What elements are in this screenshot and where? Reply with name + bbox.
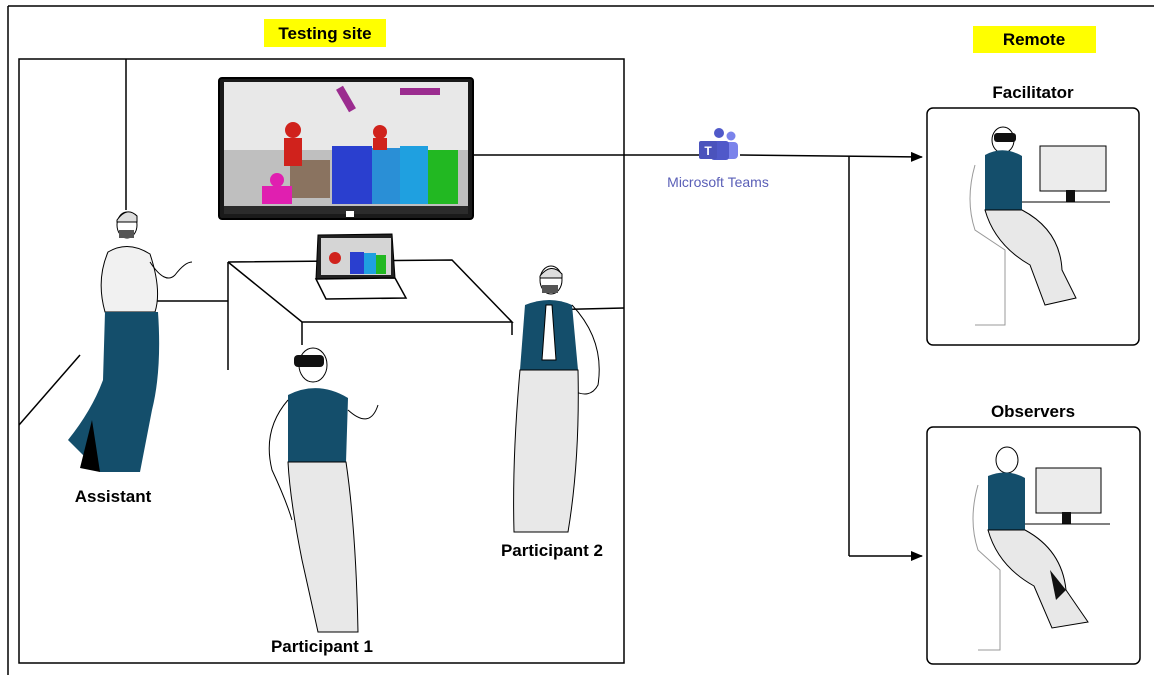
vr-avatar-pink xyxy=(270,173,284,187)
participant-1-figure: Participant 1 xyxy=(268,347,379,656)
testing-site-room xyxy=(18,58,625,664)
participant-2-figure: Participant 2 xyxy=(501,265,603,560)
participant-1-back xyxy=(268,399,293,521)
assistant-torso xyxy=(100,246,159,313)
participant-2-mask xyxy=(542,285,558,293)
observers-label: Observers xyxy=(991,402,1075,421)
participant-2-label: Participant 2 xyxy=(501,541,603,560)
connector-line-right xyxy=(739,151,923,162)
observers-chair xyxy=(972,484,1001,651)
facilitator-torso xyxy=(985,150,1022,210)
participant-1-arm xyxy=(347,404,379,420)
vr-headset-icon xyxy=(294,355,324,367)
vr-beam-2 xyxy=(400,88,440,95)
vr-avatar-red xyxy=(285,122,301,138)
vr-block-green xyxy=(428,150,458,204)
participant-1-legs xyxy=(287,461,359,633)
vr-block-blue xyxy=(332,146,372,204)
facilitator-vr-headset xyxy=(994,133,1016,142)
teams-logo-circle-front xyxy=(714,128,724,138)
assistant-mask xyxy=(119,230,134,238)
laptop-vr-cyan xyxy=(364,253,376,274)
laptop-base xyxy=(314,277,408,300)
participant-2-hair xyxy=(539,268,563,279)
room-edges xyxy=(18,59,625,426)
teams-logo-circle-back xyxy=(726,131,736,141)
observers-monitor-stand xyxy=(1062,512,1071,524)
participant-1-torso xyxy=(288,388,348,462)
vr-box-brown xyxy=(290,160,330,198)
facilitator-monitor xyxy=(1039,145,1107,192)
participant-2-arm xyxy=(571,304,600,395)
laptop-vr-red xyxy=(329,252,341,264)
facilitator-label: Facilitator xyxy=(992,83,1074,102)
testing-site-highlight xyxy=(264,19,386,47)
observers-head xyxy=(995,446,1019,474)
assistant-label: Assistant xyxy=(75,487,152,506)
participant-2-tie xyxy=(541,304,557,361)
teams-connector xyxy=(473,151,923,561)
assistant-shadow xyxy=(80,420,100,472)
observers-box: Observers xyxy=(926,402,1141,665)
facilitator-chair xyxy=(969,164,1006,326)
laptop-vr-green xyxy=(376,255,386,274)
facilitator-monitor-stand xyxy=(1066,190,1075,202)
remote-label: Remote xyxy=(973,26,1096,53)
facilitator-legs xyxy=(984,209,1077,306)
assistant-figure: Assistant xyxy=(68,211,193,506)
participant-2-legs xyxy=(513,369,579,533)
monitor-stand xyxy=(346,211,354,217)
assistant-hair xyxy=(116,211,138,223)
vr-block-cyan xyxy=(372,148,404,204)
teams-logo-letter: T xyxy=(704,144,712,158)
participant-1-label: Participant 1 xyxy=(271,637,373,656)
observers-monitor xyxy=(1035,467,1102,514)
vr-avatar-pink-body xyxy=(262,186,292,204)
assistant-arm xyxy=(149,261,193,279)
teams-logo-tile xyxy=(699,141,717,159)
vr-avatar-red-2 xyxy=(373,125,387,139)
taskbar xyxy=(224,206,468,214)
remote-text: Remote xyxy=(1003,30,1065,49)
wall-monitor xyxy=(218,77,474,220)
teams-logo-icon: T Microsoft Teams xyxy=(667,128,769,190)
testing-site-text: Testing site xyxy=(278,24,371,43)
vr-avatar-red-body xyxy=(284,138,302,166)
assistant-legs xyxy=(68,312,160,472)
outer-frame xyxy=(7,5,1154,675)
laptop-icon xyxy=(314,233,408,300)
vr-avatar-red-2-body xyxy=(373,138,387,150)
vr-beam xyxy=(336,85,356,113)
remote-highlight xyxy=(973,26,1096,53)
laptop-vr-blue xyxy=(350,252,364,274)
observers-torso xyxy=(988,472,1025,530)
observers-legs xyxy=(987,529,1089,629)
teams-label: Microsoft Teams xyxy=(667,174,769,190)
observers-shoe xyxy=(1050,570,1066,600)
testing-site-label: Testing site xyxy=(264,19,386,47)
vr-block-cyan-2 xyxy=(400,146,428,204)
facilitator-box: Facilitator xyxy=(926,83,1140,346)
